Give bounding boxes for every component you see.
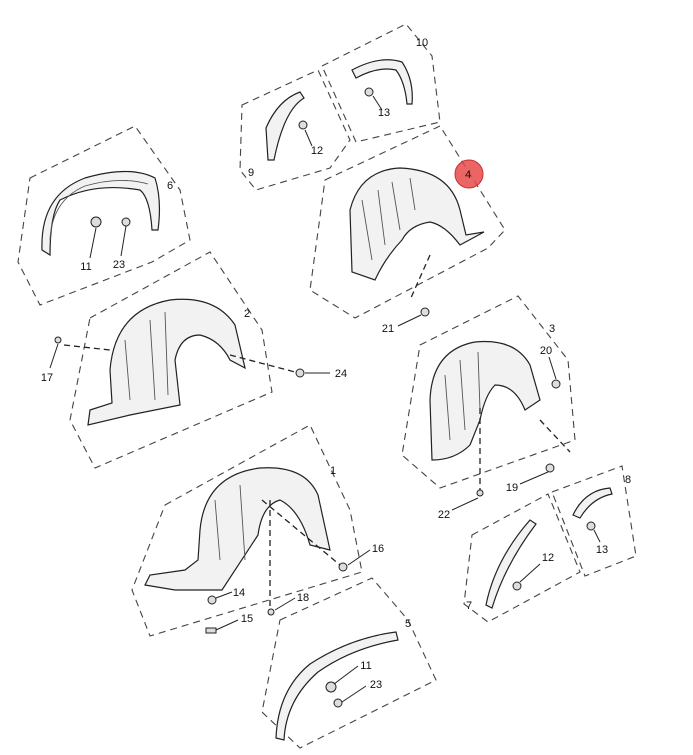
callout-21[interactable]: 21 — [382, 323, 394, 335]
part-5-flare — [275, 631, 399, 741]
part-9-flare — [265, 91, 308, 161]
part-6-flare — [41, 170, 161, 257]
callout-labels: 10 13 9 12 6 11 23 4 2 21 24 17 3 20 19 … — [41, 37, 631, 691]
callout-12b[interactable]: 12 — [542, 552, 554, 564]
callout-11[interactable]: 11 — [80, 261, 91, 273]
callout-22[interactable]: 22 — [438, 509, 450, 521]
callout-9[interactable]: 9 — [248, 167, 254, 179]
callout-23[interactable]: 23 — [113, 259, 125, 271]
callout-4[interactable]: 4 — [465, 169, 471, 181]
group-box-1 — [131, 424, 363, 637]
callout-20[interactable]: 20 — [540, 345, 552, 357]
part-1-liner — [144, 467, 331, 591]
part-7-flare — [485, 519, 537, 609]
callout-6[interactable]: 6 — [167, 180, 173, 192]
callout-16[interactable]: 16 — [372, 543, 384, 555]
part-2-liner — [87, 298, 246, 426]
callout-2[interactable]: 2 — [244, 308, 250, 320]
callout-18[interactable]: 18 — [297, 592, 309, 604]
group-box-2 — [69, 251, 273, 469]
part-3-liner — [429, 340, 541, 461]
callout-15[interactable]: 15 — [241, 613, 253, 625]
callout-23b[interactable]: 23 — [370, 679, 382, 691]
part-4-liner — [349, 167, 485, 281]
part-10-flare — [351, 59, 413, 105]
group-box-5 — [261, 577, 437, 749]
group-box-10 — [321, 23, 441, 143]
group-box-6 — [17, 125, 191, 306]
callout-7[interactable]: 7 — [466, 600, 472, 612]
callout-13b[interactable]: 13 — [596, 544, 608, 556]
group-box-8 — [551, 465, 637, 577]
callout-13[interactable]: 13 — [378, 107, 390, 119]
callout-19[interactable]: 19 — [506, 482, 518, 494]
group-box-9 — [239, 69, 351, 191]
group-box-7 — [463, 493, 581, 623]
group-box-3 — [401, 295, 576, 489]
callout-12[interactable]: 12 — [311, 145, 323, 157]
callout-5[interactable]: 5 — [405, 618, 411, 630]
part-8-flare — [572, 487, 613, 531]
callout-14[interactable]: 14 — [233, 587, 245, 599]
callout-3[interactable]: 3 — [549, 323, 555, 335]
callout-11b[interactable]: 11 — [360, 660, 371, 672]
group-boxes — [17, 23, 637, 749]
leader-lines — [49, 95, 601, 703]
highlight-marker[interactable] — [454, 159, 484, 189]
callout-8[interactable]: 8 — [625, 474, 631, 486]
callout-10[interactable]: 10 — [416, 37, 428, 49]
callout-1[interactable]: 1 — [330, 465, 336, 477]
callout-17[interactable]: 17 — [41, 372, 53, 384]
callout-24[interactable]: 24 — [335, 368, 347, 380]
